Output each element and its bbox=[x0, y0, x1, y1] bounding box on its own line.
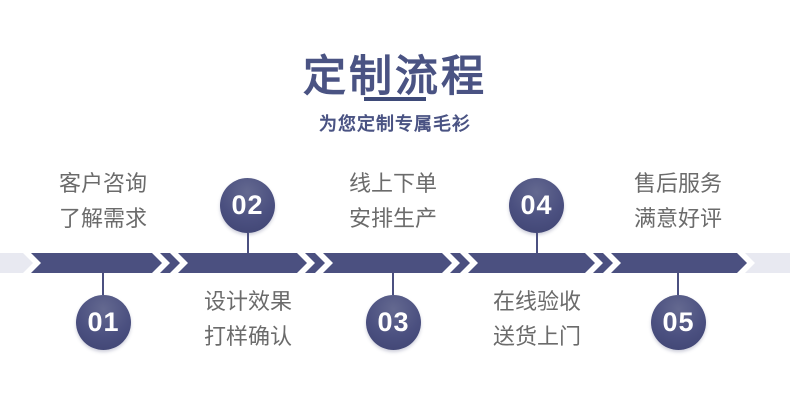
step-5-label: 售后服务 满意好评 bbox=[598, 166, 758, 236]
step-number: 04 bbox=[520, 190, 553, 220]
step-4-label: 在线验收 送货上门 bbox=[457, 284, 617, 354]
step-label-line: 打样确认 bbox=[203, 324, 292, 349]
step-1-circle: 01 bbox=[76, 295, 131, 350]
arrow-band bbox=[0, 253, 790, 273]
band-segment bbox=[323, 253, 452, 273]
step-label-line: 设计效果 bbox=[203, 289, 292, 314]
step-number: 01 bbox=[87, 307, 120, 337]
step-label-line: 了解需求 bbox=[58, 206, 147, 231]
step-label-line: 安排生产 bbox=[348, 206, 437, 231]
step-4-circle: 04 bbox=[509, 178, 564, 233]
step-label-line: 满意好评 bbox=[633, 206, 722, 231]
band-segment bbox=[468, 253, 595, 273]
chevron-icon bbox=[305, 253, 325, 273]
page-subtitle: 为您定制专属毛衫 bbox=[319, 114, 471, 134]
step-2-connector bbox=[247, 233, 249, 253]
chevron-icon bbox=[593, 253, 613, 273]
step-number: 02 bbox=[231, 190, 264, 220]
band-segment bbox=[178, 253, 307, 273]
step-label-line: 售后服务 bbox=[633, 171, 722, 196]
band-start-cap bbox=[0, 253, 33, 273]
step-1-connector bbox=[102, 273, 104, 295]
step-label-line: 客户咨询 bbox=[58, 171, 147, 196]
step-4-connector bbox=[536, 233, 538, 253]
chevron-icon bbox=[450, 253, 470, 273]
step-label-line: 送货上门 bbox=[492, 324, 581, 349]
step-2-circle: 02 bbox=[220, 178, 275, 233]
step-number: 05 bbox=[662, 307, 695, 337]
title-divider bbox=[364, 97, 426, 101]
step-5-connector bbox=[677, 273, 679, 295]
band-segment bbox=[611, 253, 747, 273]
step-label-line: 在线验收 bbox=[492, 289, 581, 314]
page-title: 定制流程 bbox=[303, 53, 487, 101]
step-2-label: 设计效果 打样确认 bbox=[168, 284, 328, 354]
step-number: 03 bbox=[377, 307, 410, 337]
chevron-icon bbox=[160, 253, 180, 273]
step-5-circle: 05 bbox=[651, 295, 706, 350]
band-end-cap bbox=[745, 253, 790, 273]
step-3-circle: 03 bbox=[366, 295, 421, 350]
band-segment bbox=[31, 253, 162, 273]
step-label-line: 线上下单 bbox=[348, 171, 437, 196]
step-3-connector bbox=[392, 273, 394, 295]
step-1-label: 客户咨询 了解需求 bbox=[23, 166, 183, 236]
step-3-label: 线上下单 安排生产 bbox=[313, 166, 473, 236]
